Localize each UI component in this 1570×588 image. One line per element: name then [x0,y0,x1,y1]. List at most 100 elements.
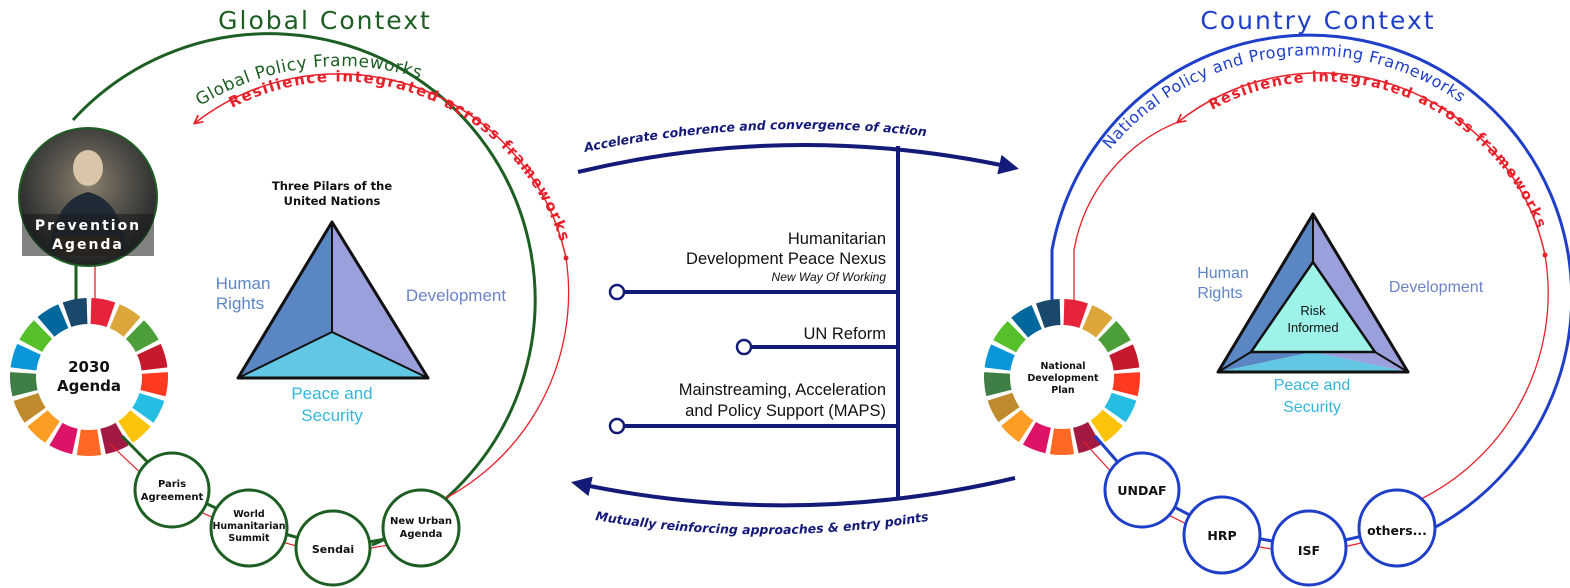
sdg-segment [1036,299,1061,328]
global-development: Development [406,286,506,305]
ndp-line1: National [1040,361,1085,372]
three-pillars-pyramid [236,220,430,380]
sdg-segment [1112,372,1140,397]
hrp-label: HRP [1207,528,1236,543]
sdg-segment [19,320,53,352]
country-node-undaf: UNDAF [1103,451,1181,529]
un-reform-label: UN Reform [803,325,886,343]
sdg-wheel-segments [9,298,169,457]
sdg-segment [1063,299,1088,328]
global-resilience-arc-lower [419,257,570,511]
global-node-paris: Paris Agreement [133,451,211,529]
sdg-segment [49,422,78,455]
country-resilience-arc-lower [1394,254,1549,511]
sdg-segment [118,410,151,443]
sdg-segment [1104,392,1137,423]
country-human-rights-1: Human [1197,265,1249,282]
global-node-new-urban: New Urban Agenda [381,488,461,568]
prevention-agenda-photo: Prevention Agenda [18,127,158,267]
sdg-segment [13,393,46,423]
bottom-arrow [571,476,1016,508]
sdg-segment [1109,344,1140,371]
global-node-sendai: Sendai [294,509,372,587]
global-arc-end-dot [563,255,569,261]
global-human-rights-1: Human [216,274,271,293]
ndp-line3: Plan [1051,385,1075,396]
sdg-segment [37,304,69,337]
global-resilience-arc [195,73,567,259]
wheel-2030-line2: Agenda [57,377,121,395]
country-resilience-arc [1178,72,1546,256]
whs-line1: World [233,509,264,520]
nexus-line1: Humanitarian [788,230,886,248]
maps-line1: Mainstreaming, Acceleration [679,381,886,399]
country-framework-arc [1050,33,1570,542]
isf-label: ISF [1298,543,1320,558]
paris-line2: Agreement [141,492,204,503]
sdg-segment [1022,422,1051,454]
country-heading: Country Context [1200,6,1435,35]
undaf-label: UNDAF [1117,483,1166,498]
sdg-segment [1098,320,1131,353]
sdg-segment [9,372,38,397]
wheel-2030-line1: 2030 [68,358,110,376]
global-human-rights-2: Rights [216,294,264,313]
country-arc-end-dot [1542,252,1548,258]
country-node-others: others... [1357,488,1437,568]
sdg-segment [100,422,129,455]
sdg-segment [125,320,159,352]
sdg-segment [62,298,88,328]
sdg-segment [10,343,41,371]
prevention-label-1: Prevention [35,218,141,234]
top-arrow [577,143,1019,175]
sdg-segment [76,429,102,457]
global-heading: Global Context [218,6,432,35]
others-label: others... [1367,523,1427,538]
country-node-isf: ISF [1270,509,1348,587]
sdg-segment [984,344,1015,371]
sdg-segment [1082,305,1113,338]
sdg-segment [987,392,1020,423]
sdg-segment [1011,305,1042,338]
risk-line1: Risk [1300,303,1326,318]
country-human-rights-2: Rights [1197,285,1242,302]
sendai-line1: Sendai [312,543,354,556]
sdg-segment [1049,428,1075,456]
sdg-segment [983,372,1012,397]
country-peace-1: Peace and [1274,377,1351,394]
pillars-title-2: United Nations [284,194,381,208]
national-wheel-segments [983,299,1140,456]
country-development: Development [1389,279,1484,296]
sdg-wheel-2030: 2030 Agenda [9,298,169,457]
bottom-arrow-label: Mutually reinforcing approaches & entry … [595,508,930,537]
sdg-segment [132,393,165,423]
maps-line2: and Policy Support (MAPS) [685,402,886,420]
global-peace-2: Security [301,406,363,425]
sdg-segment [27,410,60,443]
nexus-subtitle: New Way Of Working [772,270,887,284]
sdg-wheel-national: National Development Plan [983,299,1140,456]
pillars-title-1: Three Pilars of the [272,179,392,193]
country-red-connector [1073,121,1179,308]
sdg-segment [140,372,169,397]
country-arc-subtitle: Resilience integrated across frameworks [1206,69,1549,231]
risk-informed-pyramid [1216,212,1410,374]
ndp-line2: Development [1027,373,1099,384]
entry-nexus: Humanitarian Development Peace Nexus New… [608,230,898,301]
entry-maps: Mainstreaming, Acceleration and Policy S… [608,381,898,435]
sdg-segment [90,298,116,328]
whs-line2: Humanitarian [212,521,285,532]
sdg-segment [1001,409,1034,443]
urban-line1: New Urban [390,516,452,527]
sdg-segment [109,304,141,337]
sdg-segment [1073,422,1102,454]
urban-line2: Agenda [400,529,443,540]
global-framework-arc [71,32,537,547]
country-node-hrp: HRP [1182,495,1262,575]
country-peace-2: Security [1283,399,1341,416]
sdg-segment [993,320,1026,353]
global-node-whs: World Humanitarian Summit [209,488,289,568]
sdg-segment [137,343,168,371]
prevention-label-2: Agenda [52,237,124,253]
